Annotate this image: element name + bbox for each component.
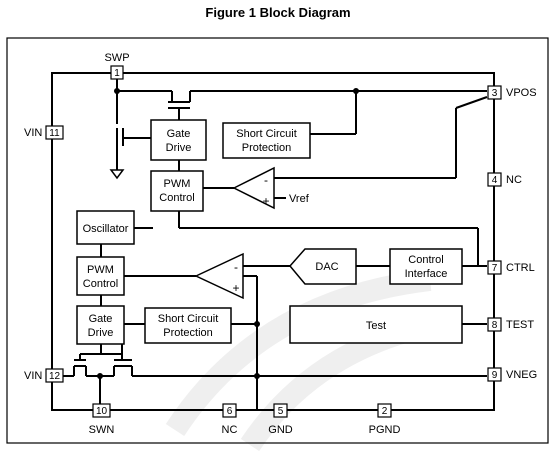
- dac-block: DAC: [289, 248, 357, 285]
- pin-ctrl: 7 CTRL: [487, 260, 535, 275]
- svg-text:GND: GND: [268, 424, 293, 436]
- svg-text:12: 12: [49, 371, 61, 382]
- pwm-control-bottom: PWM Control: [76, 256, 125, 296]
- gate-drive-top: Gate Drive: [150, 119, 207, 161]
- svg-text:NC: NC: [222, 424, 238, 436]
- svg-text:+: +: [262, 194, 269, 208]
- svg-text:11: 11: [49, 128, 60, 139]
- svg-text:SWP: SWP: [104, 52, 129, 64]
- svg-text:NC: NC: [506, 174, 522, 186]
- svg-text:DAC: DAC: [315, 261, 338, 273]
- svg-text:6: 6: [227, 406, 233, 417]
- top-wiring: [109, 79, 488, 266]
- test-block: Test: [289, 305, 463, 344]
- svg-text:VNEG: VNEG: [506, 369, 537, 381]
- pwm-control-top: PWM Control: [150, 170, 204, 212]
- svg-text:PGND: PGND: [369, 424, 401, 436]
- svg-text:9: 9: [492, 370, 498, 381]
- bottom-wiring: [59, 244, 487, 410]
- oscillator-block: Oscillator: [76, 210, 135, 245]
- diagram-title: Figure 1 Block Diagram: [205, 5, 350, 20]
- svg-text:+: +: [232, 281, 239, 295]
- pin-swp: 1 SWP: [104, 52, 130, 80]
- svg-text:Gate: Gate: [167, 128, 191, 140]
- svg-text:Interface: Interface: [405, 268, 448, 280]
- svg-text:Protection: Protection: [242, 142, 292, 154]
- svg-text:Short Circuit: Short Circuit: [158, 313, 219, 325]
- svg-text:Control: Control: [159, 192, 194, 204]
- svg-text:7: 7: [492, 263, 498, 274]
- svg-text:Short Circuit: Short Circuit: [236, 128, 297, 140]
- svg-text:VIN: VIN: [24, 370, 42, 382]
- svg-text:VPOS: VPOS: [506, 87, 537, 99]
- pin-vin-11: 11 VIN: [24, 125, 64, 140]
- pin-nc-6: 6 NC: [222, 403, 238, 436]
- svg-text:PWM: PWM: [164, 178, 191, 190]
- svg-text:-: -: [234, 260, 238, 274]
- svg-text:Oscillator: Oscillator: [83, 223, 129, 235]
- svg-text:TEST: TEST: [506, 319, 534, 331]
- control-interface-block: Control Interface: [389, 248, 463, 285]
- pin-vpos: 3 VPOS: [487, 85, 537, 100]
- svg-text:5: 5: [278, 406, 284, 417]
- short-circuit-protection-top: Short Circuit Protection: [222, 122, 311, 159]
- svg-text:Drive: Drive: [166, 142, 192, 154]
- error-amplifier-top: - +: [232, 166, 275, 210]
- svg-text:8: 8: [492, 320, 498, 331]
- pin-gnd: 5 GND: [268, 403, 293, 436]
- vref-label: Vref: [289, 193, 310, 205]
- svg-text:SWN: SWN: [89, 424, 115, 436]
- chip-outline: [51, 72, 495, 411]
- svg-text:Control: Control: [408, 254, 443, 266]
- svg-text:4: 4: [492, 175, 498, 186]
- svg-text:VIN: VIN: [24, 127, 42, 139]
- svg-text:1: 1: [114, 68, 120, 79]
- svg-text:Gate: Gate: [89, 313, 113, 325]
- svg-text:10: 10: [96, 406, 108, 417]
- svg-text:-: -: [264, 173, 268, 187]
- svg-text:Control: Control: [83, 278, 118, 290]
- svg-text:Protection: Protection: [163, 327, 213, 339]
- junction-dots: [97, 88, 359, 379]
- pin-vneg: 9 VNEG: [487, 367, 537, 382]
- gate-drive-bottom: Gate Drive: [76, 305, 125, 345]
- svg-text:Drive: Drive: [88, 327, 114, 339]
- svg-text:PWM: PWM: [87, 264, 114, 276]
- pin-test: 8 TEST: [487, 317, 534, 332]
- svg-text:CTRL: CTRL: [506, 262, 535, 274]
- pin-swn: 10 SWN: [89, 403, 115, 436]
- watermark: [165, 269, 462, 452]
- svg-text:Test: Test: [366, 320, 386, 332]
- svg-text:2: 2: [382, 406, 388, 417]
- pin-pgnd: 2 PGND: [369, 403, 401, 436]
- pin-nc-4: 4 NC: [487, 172, 522, 187]
- pin-vin-12: 12 VIN: [24, 368, 64, 383]
- error-amplifier-bottom: - +: [194, 252, 244, 300]
- outer-frame: [6, 37, 549, 444]
- short-circuit-protection-bottom: Short Circuit Protection: [144, 307, 232, 344]
- svg-text:3: 3: [492, 88, 498, 99]
